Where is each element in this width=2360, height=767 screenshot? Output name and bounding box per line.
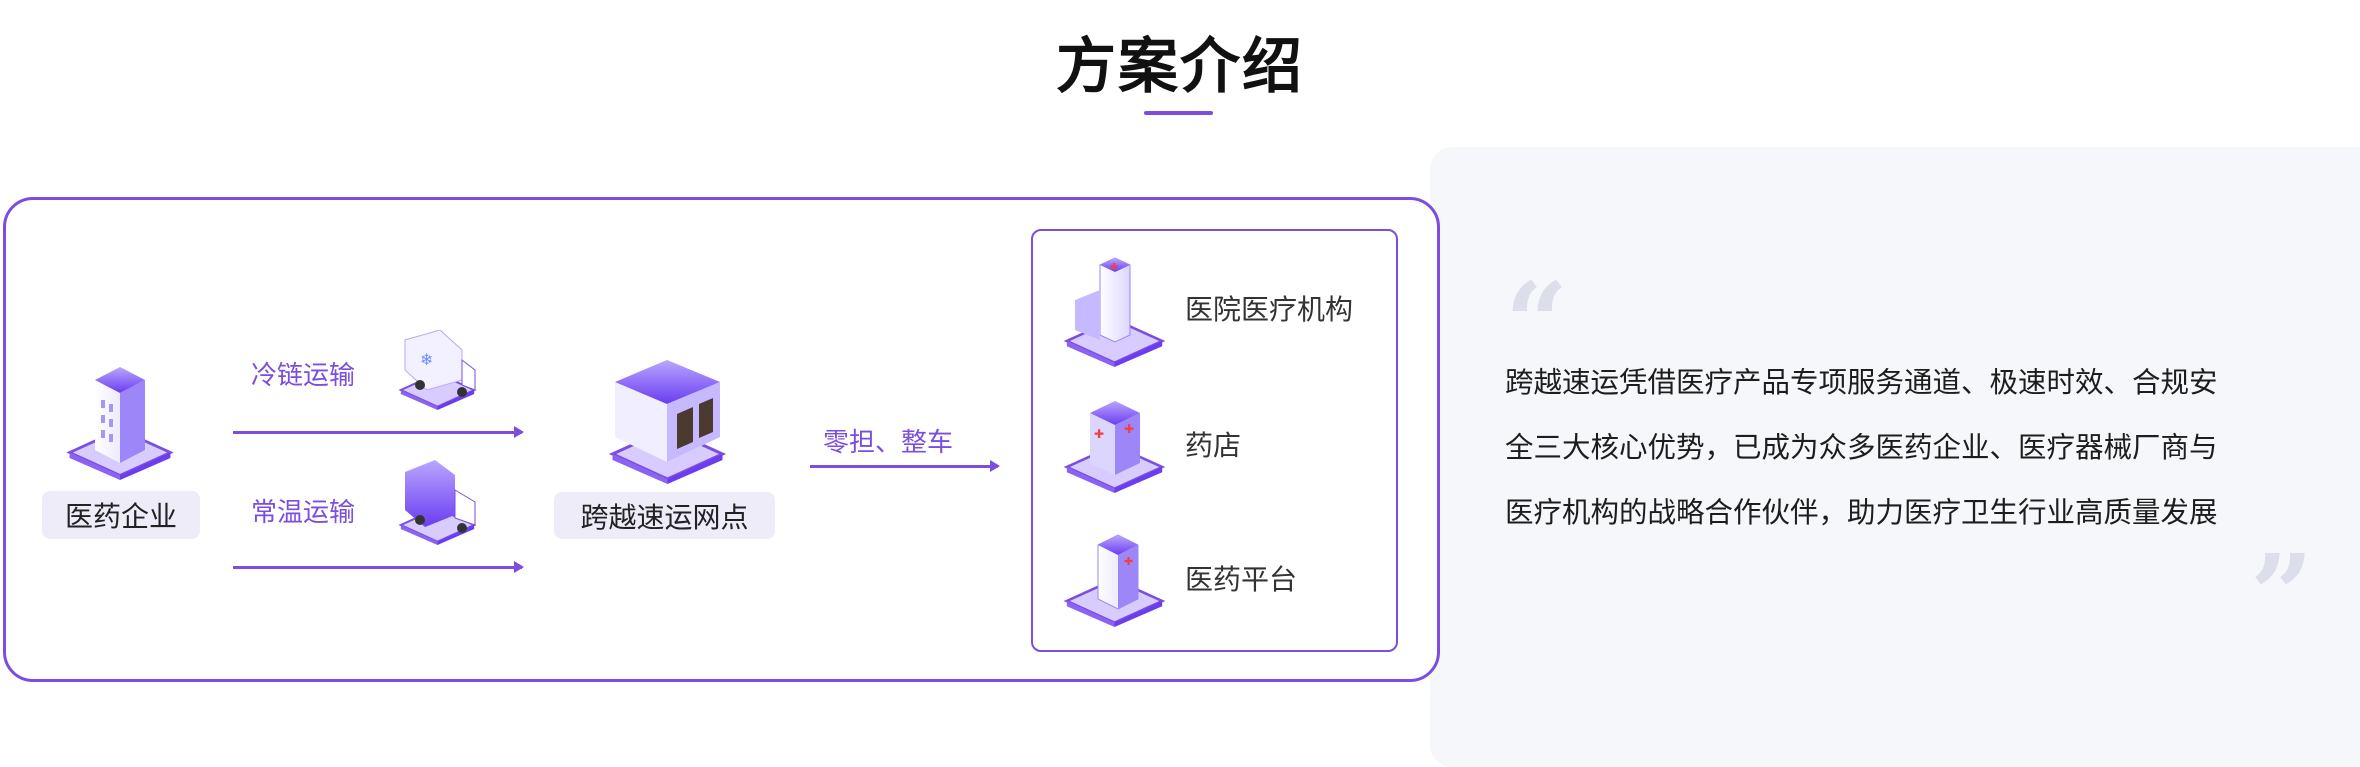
warehouse-icon <box>610 360 725 484</box>
pharma-building-icon <box>68 367 172 480</box>
description-line: 跨越速运凭借医疗产品专项服务通道、极速时效、合规安 <box>1505 366 2218 399</box>
description-line: 医疗机构的战略合作伙伴，助力医疗卫生行业高质量发展 <box>1505 496 2218 529</box>
arrow-ambient <box>233 561 524 573</box>
destination-label-pharmacy: 药店 <box>1185 429 1242 462</box>
source-label: 医药企业 <box>42 491 200 539</box>
svg-text:✚: ✚ <box>1110 262 1118 273</box>
route-label-cold-chain: 冷链运输 <box>251 361 356 391</box>
description-text: 跨越速运凭借医疗产品专项服务通道、极速时效、合规安 全三大核心优势，已成为众多医… <box>1505 350 2315 545</box>
close-quote-icon: ” <box>2250 530 2314 659</box>
delivery-mode-label: 零担、整车 <box>823 428 954 458</box>
refrigerated-truck-icon: ❄ <box>399 330 476 410</box>
description-line: 全三大核心优势，已成为众多医药企业、医疗器械厂商与 <box>1505 431 2218 464</box>
svg-text:✚: ✚ <box>1124 555 1133 568</box>
destination-label-hospital: 医院医疗机构 <box>1185 293 1354 326</box>
svg-text:✚: ✚ <box>1124 422 1134 436</box>
route-label-ambient: 常温运输 <box>251 498 356 528</box>
hub-label: 跨越速运网点 <box>554 492 775 539</box>
title-underline <box>1144 111 1213 115</box>
destination-label-platform: 医药平台 <box>1185 563 1298 596</box>
arrow-delivery <box>810 460 1000 472</box>
page-title: 方案介绍 <box>1056 32 1304 102</box>
svg-text:✚: ✚ <box>1094 427 1104 441</box>
medical-platform-icon: ✚ <box>1065 534 1164 627</box>
hospital-icon: ✚ <box>1065 257 1164 367</box>
flow-diagram <box>3 197 1440 682</box>
description-panel <box>1430 147 2360 767</box>
open-quote-icon: “ <box>1505 258 1569 387</box>
destinations-box <box>1031 229 1398 652</box>
arrow-cold-chain <box>233 426 524 438</box>
svg-text:❄: ❄ <box>420 350 433 369</box>
pharmacy-icon: ✚✚ <box>1065 401 1164 493</box>
cargo-truck-icon <box>399 460 476 545</box>
